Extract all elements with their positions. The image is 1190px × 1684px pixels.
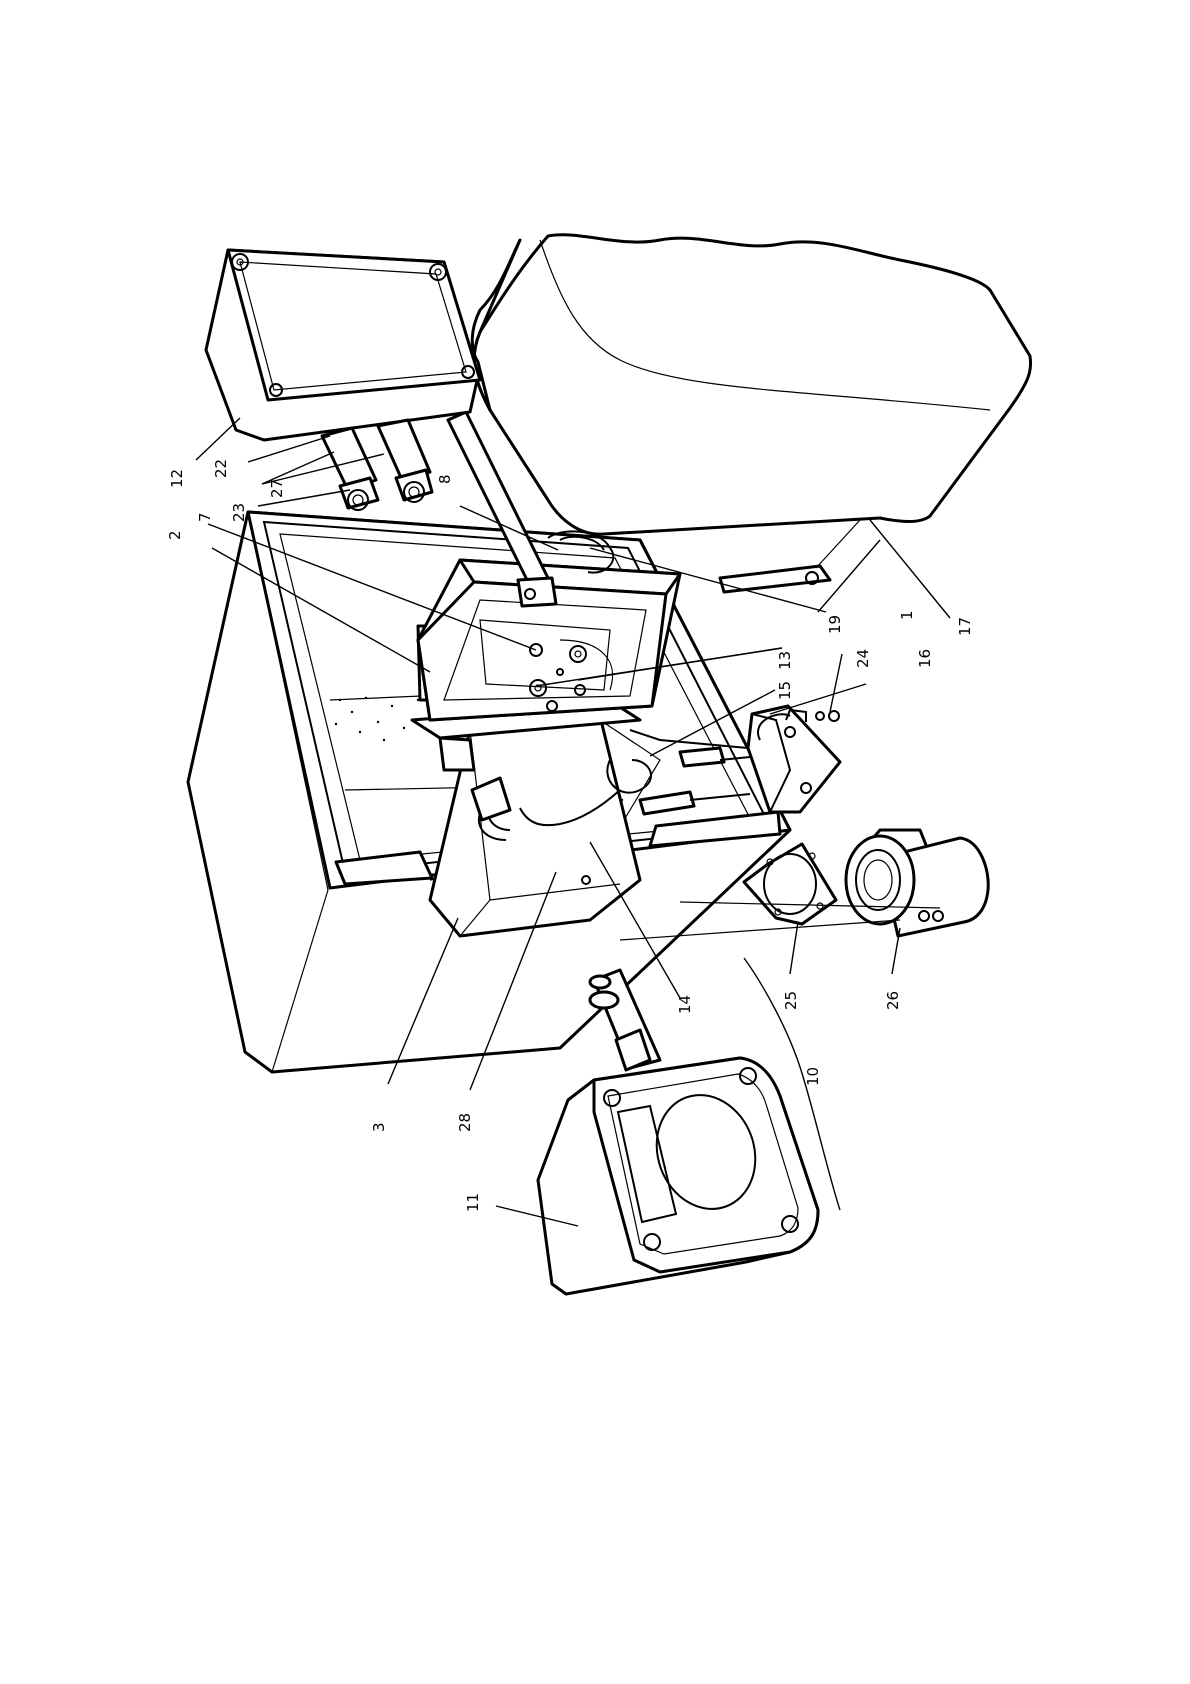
callout-22: 22: [212, 459, 230, 478]
callout-12: 12: [168, 469, 186, 488]
callout-14: 14: [676, 995, 694, 1014]
callout-26: 26: [884, 991, 902, 1010]
callout-28: 28: [456, 1113, 474, 1132]
junction-box: [206, 250, 480, 440]
callout-23: 23: [230, 503, 248, 522]
probe-stem: [590, 970, 660, 1070]
callout-13: 13: [776, 651, 794, 670]
callout-27: 27: [268, 479, 286, 498]
callout-15: 15: [776, 681, 794, 700]
callout-3: 3: [370, 1122, 388, 1132]
callout-7: 7: [196, 512, 214, 522]
callout-11: 11: [464, 1193, 482, 1212]
callout-8: 8: [436, 474, 454, 484]
callout-1: 1: [898, 610, 916, 620]
callout-25: 25: [782, 991, 800, 1010]
callout-10: 10: [804, 1067, 822, 1086]
callout-2: 2: [166, 530, 184, 540]
callout-19: 19: [826, 615, 844, 634]
callout-24: 24: [854, 649, 872, 668]
front-cover: [538, 1058, 818, 1294]
callout-16: 16: [916, 649, 934, 668]
callout-17: 17: [956, 617, 974, 636]
